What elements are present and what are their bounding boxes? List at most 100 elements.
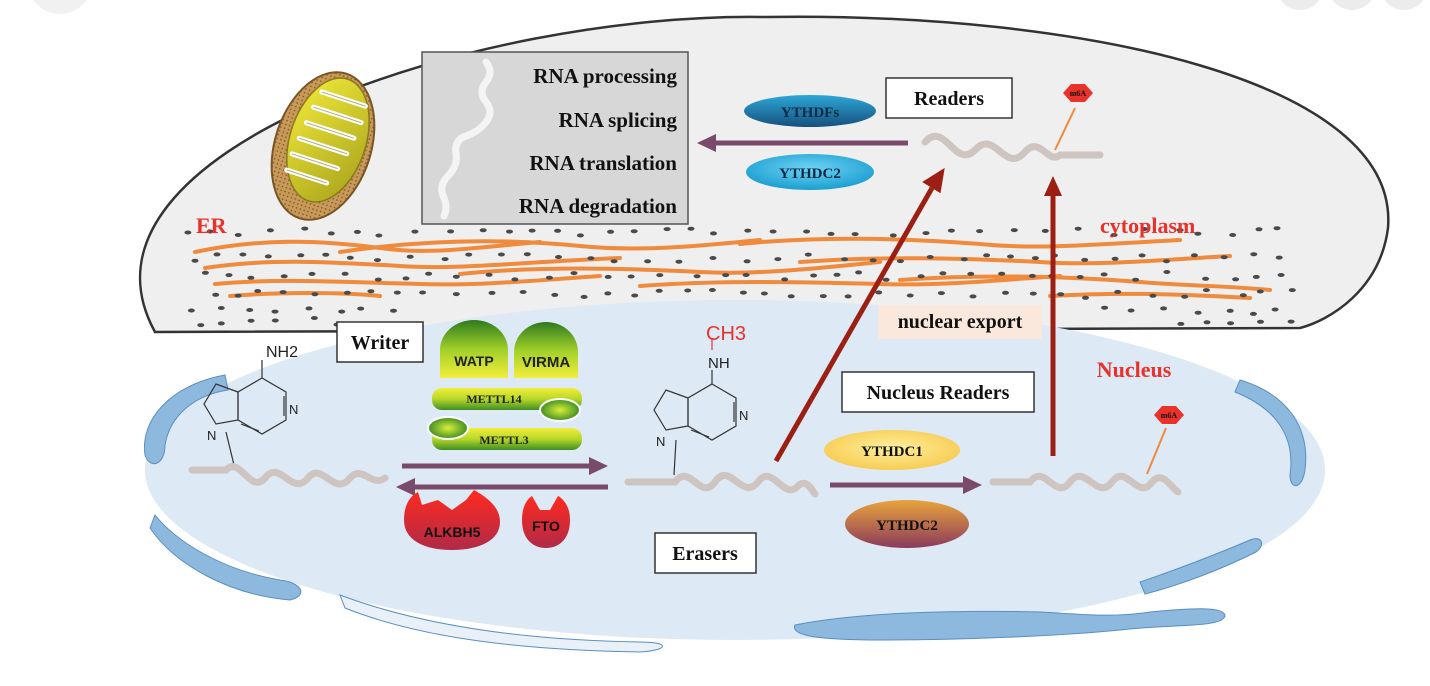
ribosome-dot [1076,275,1084,279]
ribosome-dot [967,271,975,276]
ribosome-dot [402,276,410,281]
ribosome-dot [191,258,199,263]
ribosome-dot [1163,259,1170,264]
ribosome-dot [545,275,553,280]
ribosome-dot [655,288,663,293]
mettl14-label: METTL14 [466,392,521,406]
nuclear-export-label: nuclear export [898,311,1023,333]
ribosome-dot [419,290,427,295]
ribosome-dot [1250,252,1258,257]
ribosome-dot [1007,254,1014,259]
ribosome-dot [1255,227,1263,232]
ribosome-dot [827,231,835,236]
adenine-molecule [203,360,287,466]
nucleus-bound-mrna [989,472,1182,496]
ribosome-dot [201,270,209,275]
ribosome-dot [607,229,615,234]
ribosome-dot [551,292,559,297]
ribosome-dot [855,270,863,275]
writer-label: Writer [351,332,410,354]
ribosome-dot [1031,256,1039,261]
mitochondrion [270,71,376,221]
ribosome-dot [587,256,595,261]
ribosome-dot [374,258,381,263]
cytoplasm-label: cytoplasm [1100,213,1195,238]
ribosome-dot [1249,311,1257,316]
ribosome-dot [917,274,925,279]
ribosome-dot [271,309,279,314]
ribosome-dot [810,273,818,278]
ribosome-dot [969,294,977,299]
ribosome-dot [684,288,692,293]
ythdc2-nucleus-label: YTHDC2 [876,518,938,534]
ribosome-dot [1190,253,1198,258]
ribosome-dot [906,293,914,298]
ribosome-dot [939,271,947,276]
ribosome-dot [644,259,652,264]
arrow-readers-to-processes [697,134,908,152]
arrow-eraser-demethylation [396,478,608,496]
ribosome-dot [819,294,827,299]
ribosome-dot [305,306,313,311]
ribosome-dot [1227,321,1235,326]
ribosome-dot [604,291,612,296]
ribosome-dot [511,277,519,282]
ribosome-dot [346,255,354,260]
er-label: ER [196,213,228,238]
ribosome-dot [266,228,274,233]
ribosome-dot [212,292,220,297]
ribosome-dot [1160,306,1168,311]
cytoplasm-m6a-hexagon [1063,84,1093,102]
erasers-label: Erasers [672,543,738,565]
ribosome-dot [1271,307,1279,312]
ribosome-dot [1074,226,1082,231]
ribosome-dot [390,308,397,313]
ribosome-dot [851,232,859,237]
cytoplasm-mrna [921,132,1104,162]
eraser-fto [522,496,570,548]
erasers-box [654,532,757,574]
virma-label: VIRMA [522,354,571,371]
ribosome-dot [937,291,945,296]
ribosome-dot [523,252,531,257]
ribosome-dot [1177,321,1185,326]
nucleus-m6a-hexagon [1154,406,1184,424]
watp-label: WATP [454,353,493,369]
corner-decoration-2 [1332,0,1372,10]
nucleus-m6a-tag: m6A [1161,411,1178,420]
ribosome-dot [357,306,365,311]
rna-processes-box: RNA processing RNA splicing RNA translat… [421,51,689,225]
arrow-export-from-nucleus-reader [1044,176,1062,456]
ythdc2-cytoplasm-label: YTHDC2 [779,166,841,182]
ribosome-dot [1029,291,1037,296]
ribosome-dot [234,293,242,298]
nucleus-m6a-stalk [1146,427,1167,475]
ribosome-dot [889,233,897,238]
ribosome-dot [947,228,955,233]
ribosome-dot [247,275,255,280]
ribosome-dot [803,229,811,234]
ribosome-dot [1226,308,1234,313]
corner-decoration-left [33,0,87,14]
ribosome-dot [1181,294,1189,299]
ribosome-dot [1194,231,1202,236]
ribosome-dot [184,230,192,235]
ribosome-dot [998,271,1006,276]
nuclear-export-box [878,305,1042,339]
ribosome-dot [411,229,419,234]
adenine-n9-label: N [207,428,216,443]
ribosome-dot [580,294,588,299]
ribosome-dot [1057,292,1065,297]
ribosome-dot [197,323,205,328]
cytoplasm-m6a-stalk [1054,107,1076,151]
ribosome-dot [234,233,242,237]
ribosome-dot [1110,233,1118,237]
ribosome-dot [656,273,664,278]
nucleus-label: Nucleus [1097,357,1172,382]
cytoplasm-m6a-tag: m6A [1070,89,1087,98]
ribosome-dot [769,229,777,234]
ribosome-dot [687,226,695,231]
ribosome-dot [841,257,849,262]
arrow-to-nucleus-reader [830,476,982,494]
ribosome-dot [693,274,701,279]
